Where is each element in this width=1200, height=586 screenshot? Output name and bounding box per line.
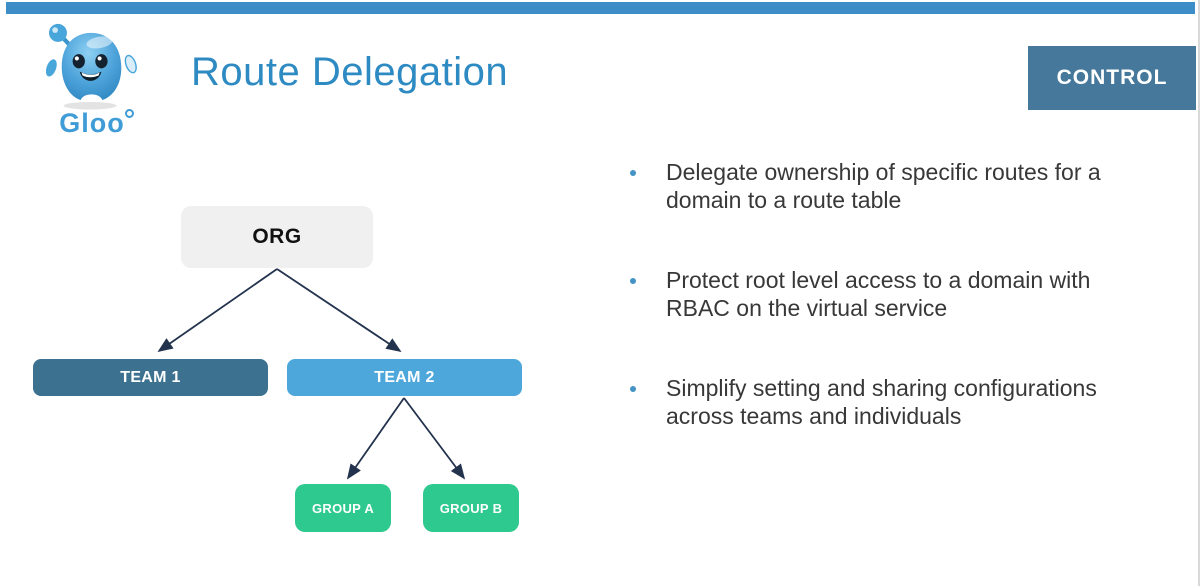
page-title: Route Delegation xyxy=(191,50,509,94)
teeth xyxy=(81,72,100,78)
bullet-dot-icon xyxy=(630,170,636,176)
left-eye-glint xyxy=(74,56,79,61)
bullet-1-line-1: Delegate ownership of specific routes fo… xyxy=(666,159,1101,185)
arrow-team2-to-group-b xyxy=(403,397,466,480)
arrow-org-to-team2 xyxy=(276,268,402,352)
antenna-glint xyxy=(52,27,58,33)
bullet-2-line-2: RBAC on the virtual service xyxy=(666,295,948,321)
left-arm xyxy=(45,59,57,77)
top-accent-bar xyxy=(6,2,1195,14)
bullet-1-line-2: domain to a route table xyxy=(666,187,902,213)
arrow-team2-to-group-a xyxy=(346,397,405,480)
bullet-list: Delegate ownership of specific routes fo… xyxy=(616,158,1161,430)
right-eye-glint xyxy=(97,56,102,61)
node-group-b: GROUP B xyxy=(423,484,519,532)
logo-wordmark-wrap: Gloo xyxy=(59,108,134,139)
bullet-text-3: Simplify setting and sharing configurati… xyxy=(666,374,1097,430)
body-highlight xyxy=(86,36,113,49)
gloo-mascot-icon xyxy=(45,23,137,110)
bullet-2-line-1: Protect root level access to a domain wi… xyxy=(666,267,1091,293)
control-badge: CONTROL xyxy=(1028,46,1196,110)
arrow-org-to-team1 xyxy=(157,268,278,353)
bullet-dot-icon xyxy=(630,278,636,284)
bullet-3-line-2: across teams and individuals xyxy=(666,403,962,429)
bullet-item-1: Delegate ownership of specific routes fo… xyxy=(616,158,1161,214)
gloo-logo: Gloo xyxy=(36,20,148,140)
logo-wordmark: Gloo xyxy=(59,108,125,138)
node-group-a: GROUP A xyxy=(295,484,391,532)
bullet-text-1: Delegate ownership of specific routes fo… xyxy=(666,158,1101,214)
bullet-dot-icon xyxy=(630,386,636,392)
node-team2: TEAM 2 xyxy=(287,359,522,396)
node-team1: TEAM 1 xyxy=(33,359,268,396)
bullet-item-3: Simplify setting and sharing configurati… xyxy=(616,374,1161,430)
logo-degree-mark xyxy=(124,109,134,118)
right-arm xyxy=(124,54,137,74)
mascot-shadow xyxy=(63,101,117,110)
bullet-text-2: Protect root level access to a domain wi… xyxy=(666,266,1090,322)
node-org: ORG xyxy=(181,206,373,268)
bullet-item-2: Protect root level access to a domain wi… xyxy=(616,266,1161,322)
mascot-body xyxy=(61,32,122,101)
bullet-3-line-1: Simplify setting and sharing configurati… xyxy=(666,375,1097,401)
slide-right-border xyxy=(1198,0,1200,586)
